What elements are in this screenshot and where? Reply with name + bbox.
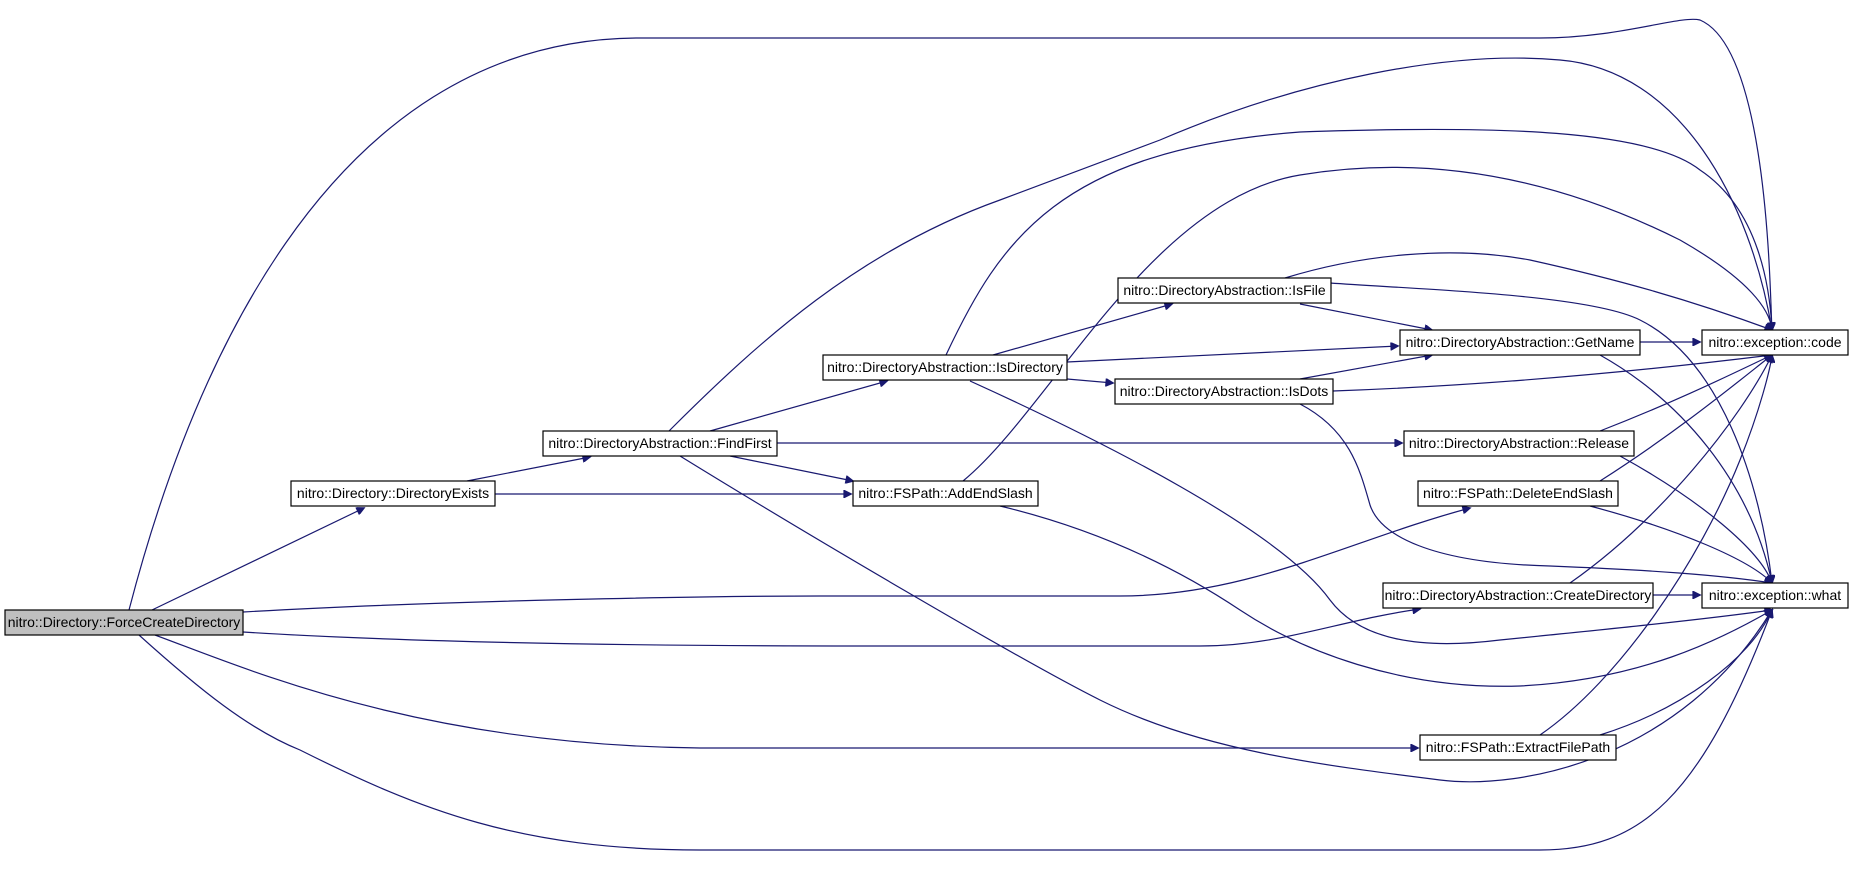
- node-release-label: nitro::DirectoryAbstraction::Release: [1409, 435, 1629, 451]
- edge-addslash-to-code: [962, 166, 1772, 482]
- node-createdir-label: nitro::DirectoryAbstraction::CreateDirec…: [1385, 587, 1652, 603]
- node-isfile[interactable]: nitro::DirectoryAbstraction::IsFile: [1117, 277, 1332, 304]
- node-force-label: nitro::Directory::ForceCreateDirectory: [8, 614, 241, 630]
- edge-direxists-to-findfirst: [466, 457, 590, 482]
- edge-isdir-to-code: [945, 128, 1772, 356]
- node-addslash[interactable]: nitro::FSPath::AddEndSlash: [852, 480, 1039, 507]
- edge-createdir-to-code: [1569, 355, 1772, 584]
- node-release-box: [1403, 430, 1635, 457]
- edge-findfirst-to-addslash: [729, 455, 853, 481]
- node-isdots-box: [1114, 378, 1334, 405]
- edge-isdir-to-isdots: [1066, 379, 1113, 383]
- node-isdir-label: nitro::DirectoryAbstraction::IsDirectory: [827, 359, 1063, 375]
- node-getname-box: [1399, 329, 1641, 356]
- node-getname[interactable]: nitro::DirectoryAbstraction::GetName: [1399, 329, 1641, 356]
- edge-force-to-delslash: [242, 508, 1470, 613]
- edge-isfile-to-what: [1329, 282, 1772, 583]
- edge-force-to-extract: [154, 634, 1418, 748]
- node-createdir[interactable]: nitro::DirectoryAbstraction::CreateDirec…: [1382, 582, 1654, 609]
- node-delslash-box: [1417, 480, 1619, 507]
- node-direxists-label: nitro::Directory::DirectoryExists: [297, 485, 489, 501]
- node-getname-label: nitro::DirectoryAbstraction::GetName: [1406, 334, 1635, 350]
- edge-findfirst-to-code: [668, 57, 1772, 432]
- node-createdir-box: [1382, 582, 1654, 609]
- node-isfile-box: [1117, 277, 1332, 304]
- edge-release-to-code: [1599, 355, 1772, 432]
- node-extract[interactable]: nitro::FSPath::ExtractFilePath: [1419, 734, 1617, 761]
- node-findfirst-box: [542, 430, 778, 457]
- node-force-box: [4, 609, 244, 636]
- edge-force-to-what: [138, 610, 1772, 851]
- edge-isdots-to-getname: [1299, 355, 1432, 380]
- edge-isdots-to-what: [1299, 403, 1772, 583]
- edge-release-to-what: [1619, 455, 1772, 583]
- node-isfile-label: nitro::DirectoryAbstraction::IsFile: [1123, 282, 1325, 298]
- node-extract-box: [1419, 734, 1617, 761]
- edge-force-to-createdir: [242, 609, 1420, 647]
- node-isdir[interactable]: nitro::DirectoryAbstraction::IsDirectory: [822, 354, 1068, 381]
- edge-isdir-to-what: [969, 380, 1772, 645]
- node-code-label: nitro::exception::code: [1708, 334, 1841, 350]
- node-direxists-box: [290, 480, 496, 507]
- node-findfirst-label: nitro::DirectoryAbstraction::FindFirst: [548, 435, 771, 451]
- node-layer: nitro::Directory::ForceCreateDirectoryni…: [4, 277, 1849, 761]
- node-code-box: [1701, 329, 1849, 356]
- node-isdir-box: [822, 354, 1068, 381]
- node-what-label: nitro::exception::what: [1709, 587, 1841, 603]
- node-addslash-label: nitro::FSPath::AddEndSlash: [858, 485, 1032, 501]
- node-direxists[interactable]: nitro::Directory::DirectoryExists: [290, 480, 496, 507]
- node-force[interactable]: nitro::Directory::ForceCreateDirectory: [4, 609, 244, 636]
- edge-isdots-to-code: [1332, 355, 1772, 392]
- edge-findfirst-to-isdir: [709, 381, 887, 432]
- node-code[interactable]: nitro::exception::code: [1701, 329, 1849, 356]
- edge-getname-to-what: [1599, 354, 1772, 583]
- edge-force-to-code: [128, 18, 1772, 611]
- node-findfirst[interactable]: nitro::DirectoryAbstraction::FindFirst: [542, 430, 778, 457]
- edge-addslash-to-what: [999, 505, 1772, 687]
- node-what[interactable]: nitro::exception::what: [1701, 582, 1849, 609]
- edge-isdir-to-isfile: [992, 304, 1172, 356]
- node-delslash[interactable]: nitro::FSPath::DeleteEndSlash: [1417, 480, 1619, 507]
- edge-extract-to-code: [1539, 355, 1772, 736]
- edge-delslash-to-code: [1599, 355, 1772, 482]
- node-extract-label: nitro::FSPath::ExtractFilePath: [1426, 739, 1610, 755]
- node-what-box: [1701, 582, 1849, 609]
- edge-isfile-to-code: [1284, 252, 1772, 330]
- edge-force-to-direxists: [151, 508, 364, 611]
- node-isdots-label: nitro::DirectoryAbstraction::IsDots: [1120, 383, 1329, 399]
- node-delslash-label: nitro::FSPath::DeleteEndSlash: [1423, 485, 1613, 501]
- node-isdots[interactable]: nitro::DirectoryAbstraction::IsDots: [1114, 378, 1334, 405]
- edge-isfile-to-getname: [1299, 303, 1432, 330]
- edge-delslash-to-what: [1589, 505, 1772, 583]
- edge-extract-to-what: [1599, 610, 1772, 736]
- edge-isdir-to-getname: [1066, 346, 1398, 363]
- node-addslash-box: [852, 480, 1039, 507]
- node-release[interactable]: nitro::DirectoryAbstraction::Release: [1403, 430, 1635, 457]
